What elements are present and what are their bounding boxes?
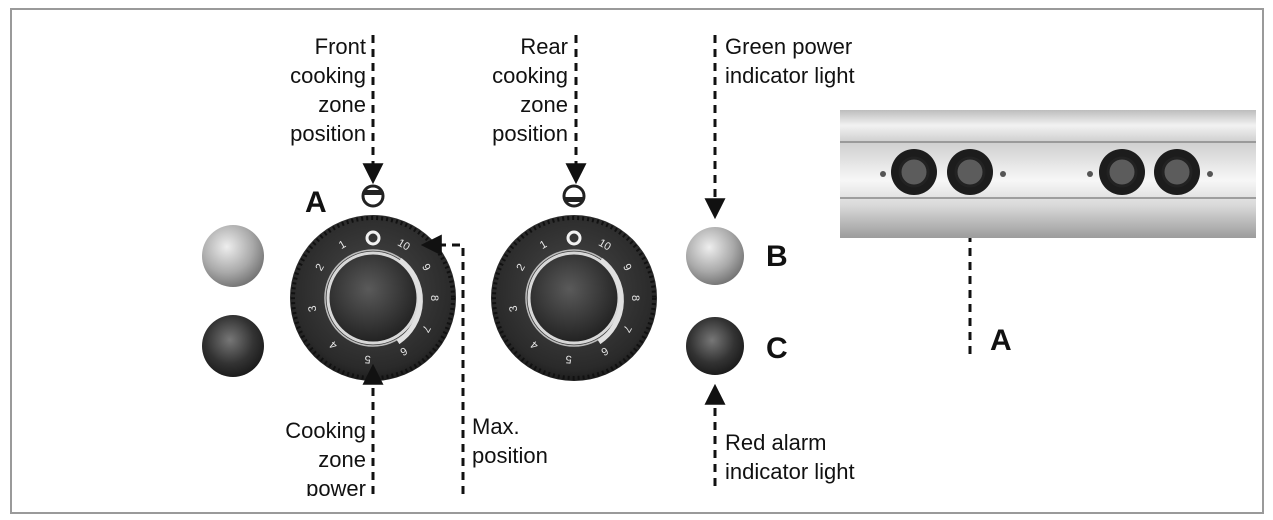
rear-zone-label: Rear cooking zone position [492, 34, 568, 146]
dial-number-10: 10 [596, 237, 613, 254]
red-alarm-light [686, 317, 744, 375]
front-zone-symbol [361, 184, 385, 208]
dial-number-8: 8 [629, 295, 641, 301]
green-power-light [686, 227, 744, 285]
letter-a-right: A [990, 324, 1012, 357]
dial-number-10: 10 [395, 237, 412, 254]
control-rail [840, 110, 1256, 238]
green-light-label: Green power indicator light [725, 34, 855, 88]
dial-number-1: 1 [337, 238, 348, 251]
dial-number-6: 6 [599, 344, 610, 357]
dial-number-7: 7 [620, 323, 633, 334]
letter-c: C [766, 332, 788, 365]
rail-knob-4 [1154, 149, 1200, 195]
dial-number-9: 9 [620, 262, 633, 273]
left-upper-knob [202, 225, 264, 287]
rail-knob-1 [891, 149, 937, 195]
dial-number-6: 6 [398, 344, 409, 357]
rear-zone-symbol [562, 184, 586, 208]
letter-a-left: A [305, 186, 327, 219]
dial-number-5: 5 [565, 353, 572, 365]
dial-number-3: 3 [507, 305, 520, 313]
dial-number-9: 9 [419, 262, 432, 273]
rail-knob-3 [1099, 149, 1145, 195]
dial-number-2: 2 [514, 262, 527, 273]
dial-number-3: 3 [306, 305, 319, 313]
letter-b: B [766, 240, 788, 273]
rail-knob-2 [947, 149, 993, 195]
cooking-power-label: Cooking zone power [285, 418, 366, 496]
dial-number-8: 8 [428, 295, 440, 301]
dial-number-2: 2 [313, 262, 326, 273]
dial-number-7: 7 [419, 323, 432, 334]
max-position-label: Max. position [472, 414, 548, 468]
left-lower-knob [202, 315, 264, 377]
dial-zero-mark [365, 230, 381, 246]
dial-zero-mark [566, 230, 582, 246]
front-zone-label: Front cooking zone position [290, 34, 366, 146]
dial-number-1: 1 [538, 238, 549, 251]
red-light-label: Red alarm indicator light [725, 430, 855, 484]
dial-number-5: 5 [364, 353, 371, 365]
